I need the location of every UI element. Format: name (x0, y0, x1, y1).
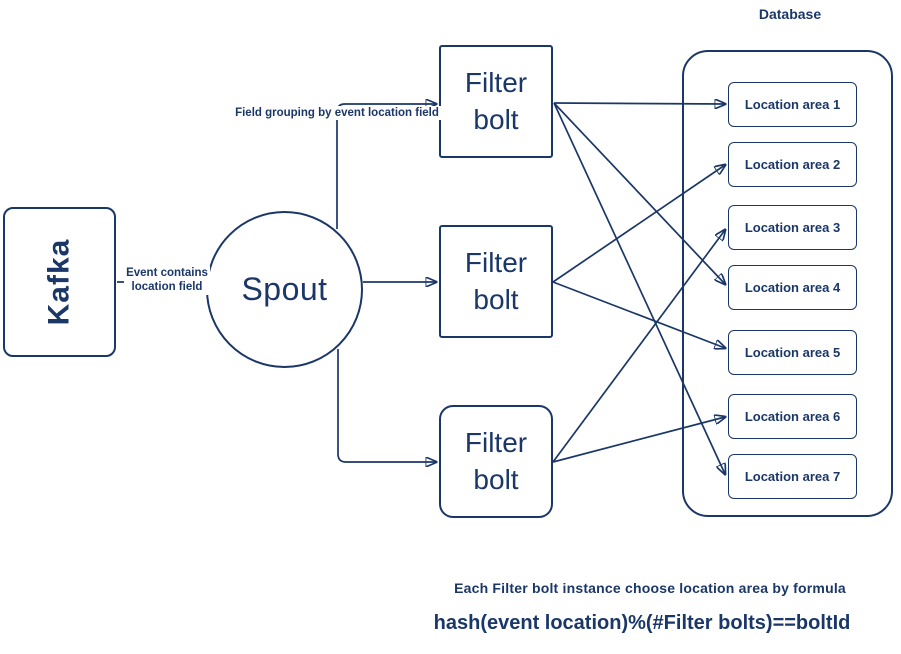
location-area-2-label: Location area 2 (744, 157, 841, 172)
spout-node: Spout (206, 211, 363, 368)
database-title: Database (758, 6, 822, 22)
edge-label-event-contains: Event contains location field (124, 266, 210, 295)
location-area-3-label: Location area 3 (744, 220, 841, 235)
filter-bolt-1-label: Filter bolt (464, 67, 528, 135)
location-area-6-label: Location area 6 (744, 409, 841, 424)
location-area-7-label: Location area 7 (744, 469, 841, 484)
location-area-box-1: Location area 1 (728, 82, 857, 127)
footer-formula: hash(event location)%(#Filter bolts)==bo… (433, 612, 851, 634)
edge-spout-bolt3 (337, 349, 436, 462)
kafka-node: Kafka (3, 207, 116, 357)
edge-label-field-grouping: Field grouping by event location field (228, 106, 446, 121)
filter-bolt-1: Filter bolt (439, 45, 553, 158)
filter-bolt-2: Filter bolt (439, 225, 553, 338)
location-area-box-7: Location area 7 (728, 454, 857, 499)
edge-spout-bolt1 (336, 104, 436, 229)
location-area-5-label: Location area 5 (744, 345, 841, 360)
footer-caption: Each Filter bolt instance choose locatio… (454, 580, 846, 596)
location-area-box-5: Location area 5 (728, 330, 857, 375)
location-area-box-2: Location area 2 (728, 142, 857, 187)
location-area-4-label: Location area 4 (744, 280, 841, 295)
kafka-label: Kafka (42, 238, 76, 326)
location-area-box-4: Location area 4 (728, 265, 857, 310)
filter-bolt-2-label: Filter bolt (464, 247, 528, 315)
location-area-box-3: Location area 3 (728, 205, 857, 250)
filter-bolt-3: Filter bolt (439, 405, 553, 518)
filter-bolt-3-label: Filter bolt (464, 427, 528, 495)
location-area-1-label: Location area 1 (744, 97, 841, 112)
location-area-box-6: Location area 6 (728, 394, 857, 439)
spout-label: Spout (241, 271, 328, 307)
